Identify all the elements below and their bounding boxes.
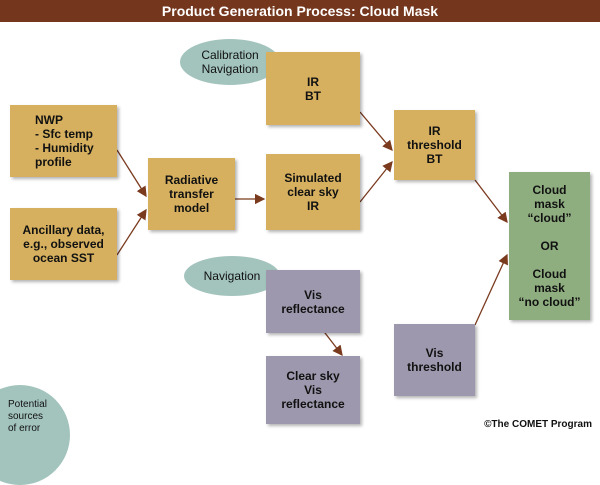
ir-bt-box: IR BT: [266, 52, 360, 125]
arrow-visthreshold-cloudmask: [474, 253, 508, 326]
simulated-clear-sky-ir-box: Simulated clear sky IR: [266, 154, 360, 230]
ir-threshold-box: IR threshold BT: [394, 110, 475, 180]
arrow-simulated-threshold: [359, 160, 393, 203]
calibration-navigation-error: Calibration Navigation: [180, 39, 280, 85]
error-legend-label: Potential sources of error: [8, 399, 47, 434]
navigation-error: Navigation: [184, 256, 280, 296]
arrow-nwp-radiative: [116, 149, 147, 198]
arrow-irthreshold-cloudmask: [474, 179, 508, 224]
clear-sky-vis-box: Clear sky Vis reflectance: [266, 356, 360, 424]
radiative-transfer-box: Radiative transfer model: [148, 158, 235, 230]
ancillary-data-box: Ancillary data, e.g., observed ocean SST: [10, 208, 117, 280]
vis-reflectance-box: Vis reflectance: [266, 270, 360, 333]
diagram-title: Product Generation Process: Cloud Mask: [0, 0, 600, 22]
arrow-ancillary-radiative: [116, 208, 147, 256]
arrow-irbt-threshold: [359, 111, 393, 151]
vis-threshold-box: Vis threshold: [394, 324, 475, 396]
copyright: ©The COMET Program: [484, 419, 592, 430]
nwp-box: NWP - Sfc temp - Humidity profile: [10, 105, 117, 177]
cloud-mask-box: Cloud mask “cloud” OR Cloud mask “no clo…: [509, 172, 590, 320]
